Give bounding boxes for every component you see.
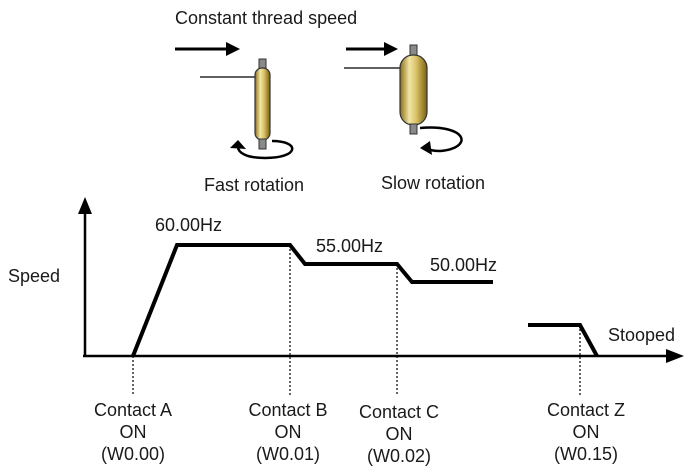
y-axis bbox=[78, 197, 92, 356]
thread-arrow-right bbox=[346, 42, 398, 56]
speed-label-50hz: 50.00Hz bbox=[430, 255, 497, 275]
stop-profile-line bbox=[528, 323, 599, 357]
bobbin-slow-caption: Slow rotation bbox=[381, 173, 485, 193]
rotation-arrow-slow-icon bbox=[419, 126, 463, 155]
bobbin-fast bbox=[254, 58, 271, 150]
contact-z-state: ON bbox=[573, 422, 600, 442]
rotation-arrow-fast-icon bbox=[230, 139, 294, 160]
contact-a-name: Contact A bbox=[94, 400, 172, 420]
contact-a-label: Contact A ON (W0.00) bbox=[94, 400, 172, 464]
thread-arrow-left bbox=[175, 42, 240, 56]
diagram-title: Constant thread speed bbox=[175, 8, 357, 28]
stop-label: Stooped bbox=[608, 325, 675, 345]
contact-b-state: ON bbox=[275, 422, 302, 442]
contact-b-address: (W0.01) bbox=[256, 444, 320, 464]
speed-label-55hz: 55.00Hz bbox=[316, 236, 383, 256]
contact-c-state: ON bbox=[386, 424, 413, 444]
bobbin-fast-caption: Fast rotation bbox=[204, 175, 304, 195]
y-axis-label: Speed bbox=[8, 266, 60, 286]
speed-profile-line bbox=[131, 243, 493, 357]
contact-z-name: Contact Z bbox=[547, 400, 625, 420]
contact-b-name: Contact B bbox=[248, 400, 327, 420]
contact-a-address: (W0.00) bbox=[101, 444, 165, 464]
contact-c-name: Contact C bbox=[359, 402, 439, 422]
x-axis bbox=[83, 349, 684, 363]
contact-b-label: Contact B ON (W0.01) bbox=[248, 400, 327, 464]
contact-z-address: (W0.15) bbox=[554, 444, 618, 464]
contact-a-state: ON bbox=[120, 422, 147, 442]
contact-c-label: Contact C ON (W0.02) bbox=[359, 402, 439, 466]
contact-z-label: Contact Z ON (W0.15) bbox=[547, 400, 625, 464]
bobbin-slow bbox=[399, 44, 428, 135]
speed-label-60hz: 60.00Hz bbox=[155, 215, 222, 235]
contact-c-address: (W0.02) bbox=[367, 446, 431, 466]
